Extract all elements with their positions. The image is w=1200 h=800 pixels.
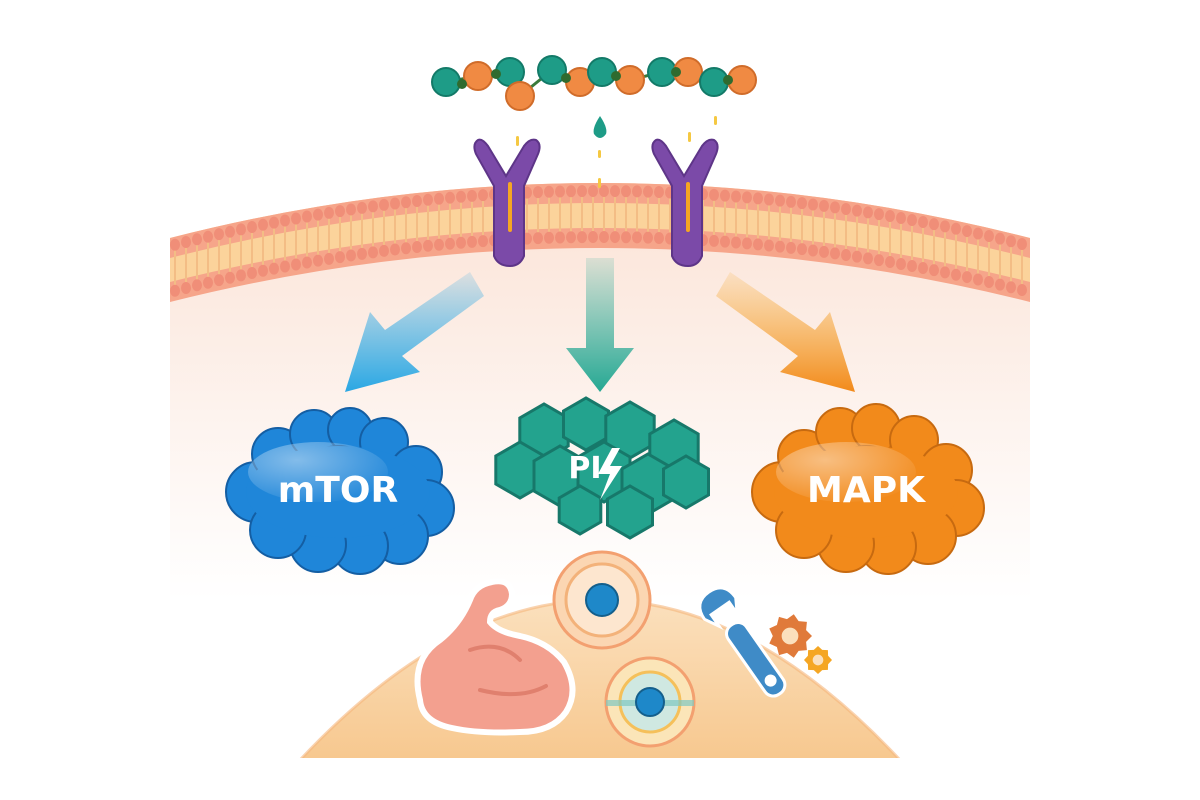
node-pi-label: PI (568, 451, 601, 486)
gear-icon (769, 614, 832, 674)
arrow-to-pi (566, 258, 634, 392)
node-mapk: MAPK (751, 403, 985, 575)
receptor-right-icon (651, 138, 719, 268)
lightning-icon (598, 448, 622, 500)
node-mtor: mTOR (225, 407, 455, 575)
arrow-to-mtor (345, 272, 484, 392)
dividing-cell-icon (604, 656, 696, 748)
node-pi: PI (494, 396, 710, 540)
signal-sparkles (516, 116, 717, 188)
node-mtor-label: mTOR (278, 470, 398, 511)
arrow-to-mapk (716, 272, 855, 392)
receptor-left-icon (473, 138, 541, 268)
wrench-icon (698, 586, 787, 698)
droplet-icon (593, 116, 607, 138)
muscle-growth-icon (414, 578, 576, 736)
node-mapk-label: MAPK (807, 470, 926, 511)
peptide-chain-icon (431, 55, 757, 111)
cell-icon (552, 550, 652, 650)
